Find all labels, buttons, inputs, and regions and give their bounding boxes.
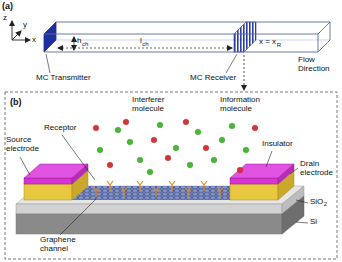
layer-label: Si	[310, 218, 317, 227]
interferer-molecule	[151, 137, 157, 143]
layer-subscript: 2	[324, 201, 327, 208]
interferer-molecule	[93, 125, 99, 131]
receptor-symbol	[169, 181, 175, 191]
information-molecule	[211, 157, 217, 163]
part-label: Graphene channel	[40, 236, 82, 254]
information-molecule	[173, 145, 179, 151]
information-molecule	[147, 169, 153, 175]
panel-frame	[5, 92, 337, 259]
interferer-molecule	[252, 125, 258, 131]
interferer-molecule	[165, 155, 171, 161]
part-label: MC Transmitter	[36, 74, 91, 83]
drain-electrode	[230, 164, 294, 200]
part-label: Drain electrode	[300, 160, 340, 178]
dimension-label: l	[140, 37, 142, 46]
part-label: Information molecule	[220, 96, 268, 114]
information-molecule	[187, 162, 193, 168]
receptor-symbol	[137, 181, 143, 191]
graphene-channel	[72, 186, 246, 200]
information-molecule	[219, 137, 225, 143]
information-molecule	[195, 129, 201, 135]
receptor-symbol	[201, 181, 207, 191]
receptor-symbol	[185, 187, 191, 197]
position-label: x = x	[259, 38, 276, 47]
receptor-symbol	[153, 187, 159, 197]
flow-label: Flow Direction	[298, 56, 338, 74]
information-molecule	[127, 139, 133, 145]
information-molecule	[137, 157, 143, 163]
part-label: Receptor	[44, 124, 76, 133]
interferer-molecule	[237, 167, 243, 173]
receptor-symbol	[107, 181, 113, 191]
part-label: Interferer molecule	[132, 96, 174, 114]
information-molecule	[243, 147, 249, 153]
source-electrode	[24, 164, 88, 200]
information-molecule	[229, 123, 235, 129]
axis-label: y	[23, 21, 27, 30]
information-molecule	[97, 147, 103, 153]
axes	[12, 21, 30, 40]
dimension-label: h	[77, 37, 81, 46]
leader-lines	[20, 135, 308, 235]
interferer-molecule	[203, 145, 209, 151]
dimension-subscript: ch	[82, 41, 88, 48]
molecules	[93, 119, 258, 197]
part-label: MC Receiver	[190, 74, 236, 83]
information-molecule	[115, 127, 121, 133]
interferer-molecule	[107, 162, 113, 168]
layer-label: SiO	[310, 198, 323, 207]
receptor-symbol	[121, 187, 127, 197]
receptor-symbol	[93, 187, 99, 197]
part-label: Insulator	[262, 140, 293, 149]
axis-label: z	[3, 14, 7, 23]
axis-label: x	[32, 36, 36, 45]
part-label: Source electrode	[6, 136, 44, 154]
dimension-subscript: ch	[142, 41, 148, 48]
interferer-molecule	[123, 119, 129, 125]
information-molecule	[157, 122, 163, 128]
panel-letter: (b)	[10, 98, 22, 108]
receptor-symbol	[217, 187, 223, 197]
panel-letter: (a)	[2, 2, 13, 12]
position-subscript: R	[277, 42, 281, 49]
interferer-molecule	[183, 119, 189, 125]
